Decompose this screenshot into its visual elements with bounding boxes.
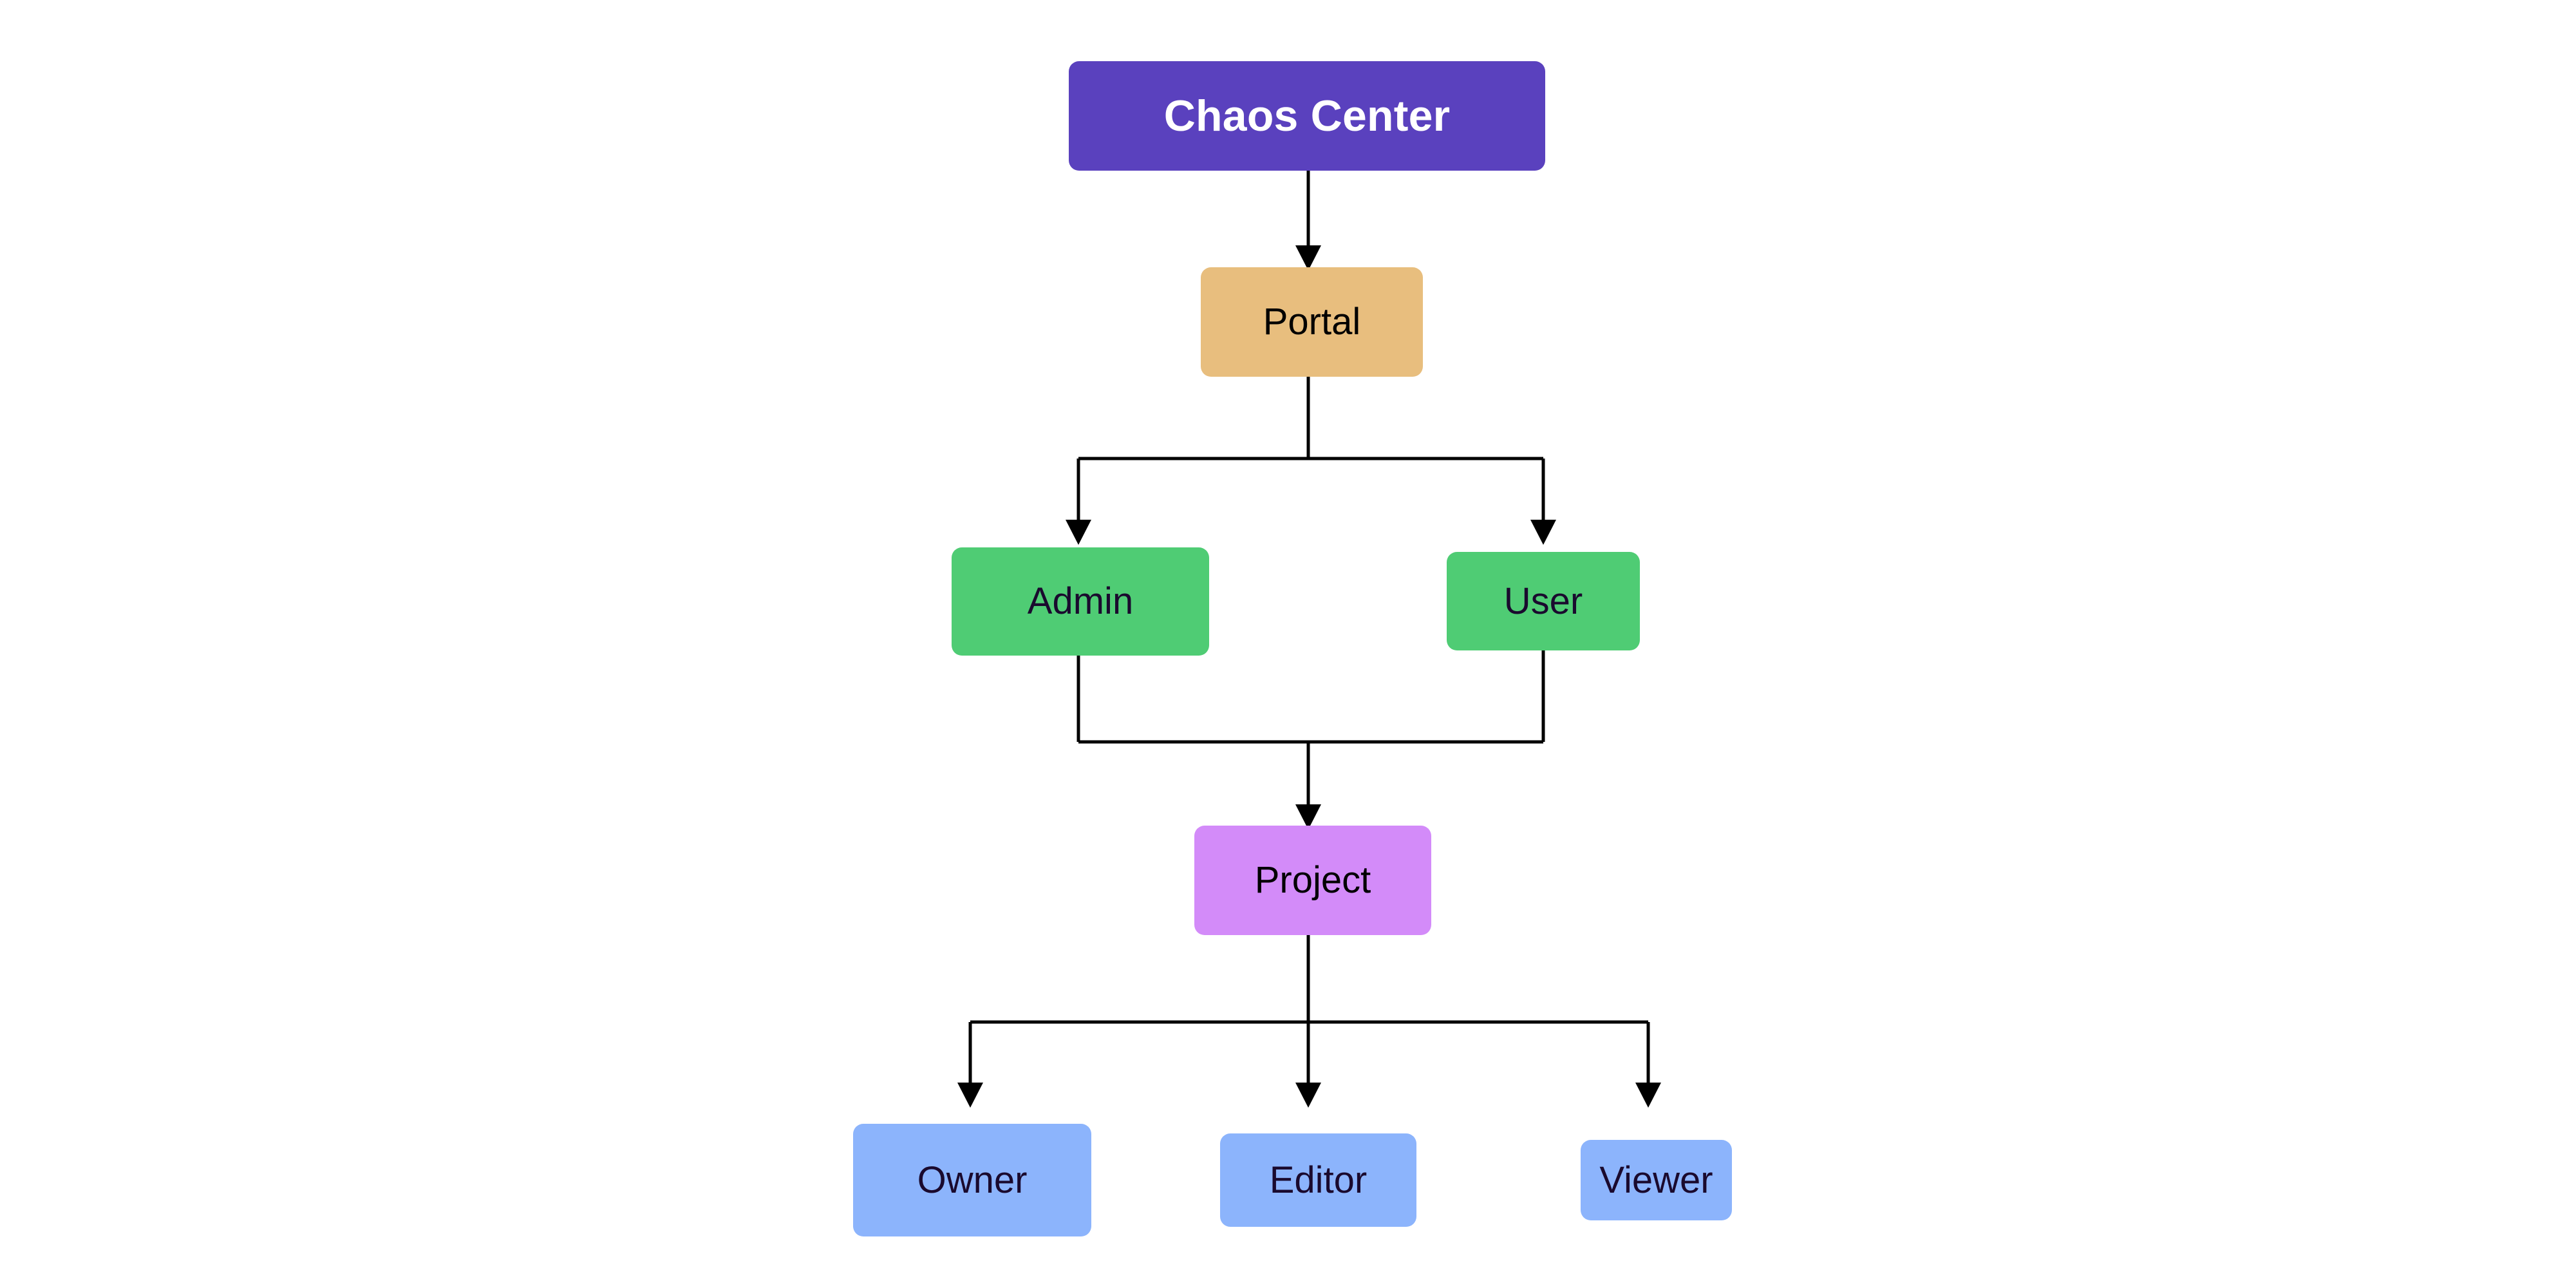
node-portal-label: Portal <box>1263 301 1361 343</box>
node-viewer-label: Viewer <box>1599 1159 1713 1201</box>
edge-roles-to-project <box>1076 650 1545 830</box>
node-project-label: Project <box>1254 859 1371 902</box>
node-editor-label: Editor <box>1269 1159 1368 1201</box>
node-portal[interactable]: Portal <box>1201 267 1423 377</box>
node-user-label: User <box>1503 580 1583 622</box>
node-admin-label: Admin <box>1027 580 1134 623</box>
node-chaos-center-label: Chaos Center <box>1163 91 1451 140</box>
node-project[interactable]: Project <box>1194 826 1431 935</box>
node-viewer[interactable]: Viewer <box>1581 1140 1732 1220</box>
node-editor[interactable]: Editor <box>1220 1133 1416 1227</box>
node-chaos-center[interactable]: Chaos Center <box>1069 61 1545 171</box>
edge-project-to-permissions <box>957 935 1662 1108</box>
edge-portal-to-roles <box>1066 377 1557 545</box>
node-owner-label: Owner <box>917 1159 1028 1201</box>
node-admin[interactable]: Admin <box>952 547 1209 656</box>
node-owner[interactable]: Owner <box>853 1124 1091 1236</box>
node-user[interactable]: User <box>1447 552 1640 650</box>
